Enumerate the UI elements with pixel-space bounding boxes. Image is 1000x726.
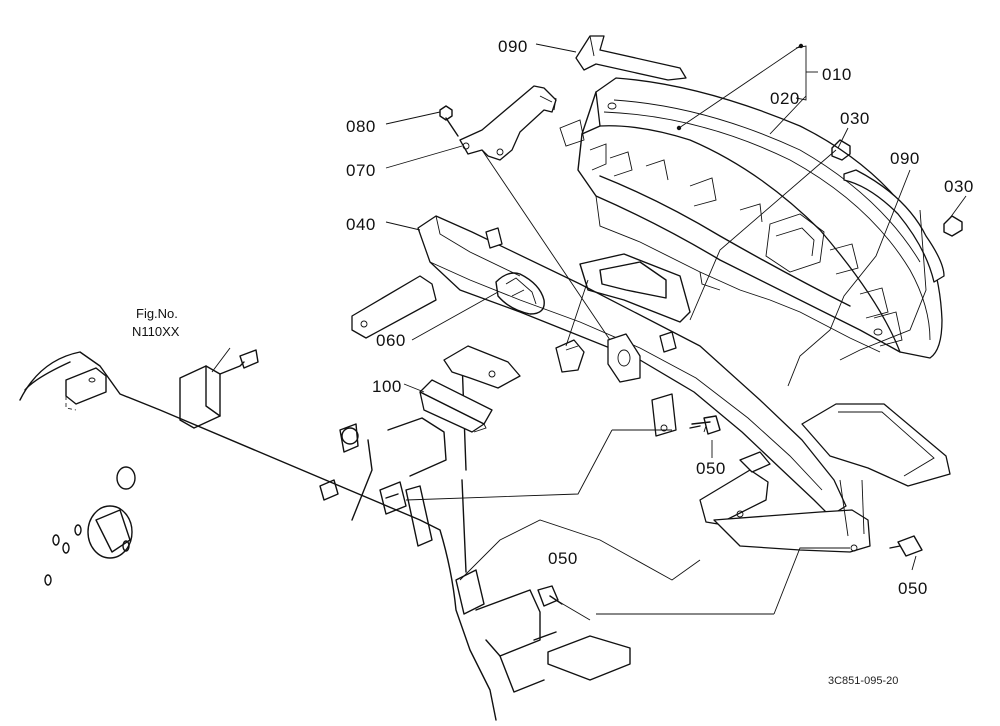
label-050-a: 050: [696, 459, 726, 478]
fig-ref-line2: N110XX: [132, 324, 180, 339]
meter-assembly-020: [559, 43, 943, 359]
screw-080: [439, 105, 459, 137]
label-090-top: 090: [498, 37, 528, 56]
label-080: 080: [346, 117, 376, 136]
label-040: 040: [346, 215, 376, 234]
screw-050-b: [537, 585, 563, 607]
frame-040: [351, 215, 847, 517]
label-010: 010: [822, 65, 852, 84]
label-060: 060: [376, 331, 406, 350]
screw-050-a: [689, 415, 721, 435]
dash-panel-body: [19, 349, 631, 721]
seal-090-top: [575, 35, 687, 81]
pad-100: [419, 379, 493, 433]
drawing-code: 3C851-095-20: [828, 675, 898, 687]
label-020: 020: [770, 89, 800, 108]
screw-050-c: [889, 535, 923, 557]
seal-090-right: [843, 169, 945, 283]
label-090-right: 090: [890, 149, 920, 168]
label-100: 100: [372, 377, 402, 396]
screw-030-a: [831, 139, 851, 161]
label-050-c: 050: [898, 579, 928, 598]
screw-030-b: [943, 215, 963, 237]
label-050-b: 050: [548, 549, 578, 568]
stay-bracket-right: [699, 403, 951, 553]
leader-lines: [211, 43, 967, 621]
label-030-a: 030: [840, 109, 870, 128]
part-labels: 090 010 020 030 090 030 080 070 040 060 …: [132, 37, 974, 687]
label-030-b: 030: [944, 177, 974, 196]
bracket-060: [443, 345, 521, 389]
fig-ref-line1: Fig.No.: [136, 306, 178, 321]
bracket-070: [459, 85, 557, 161]
label-070: 070: [346, 161, 376, 180]
